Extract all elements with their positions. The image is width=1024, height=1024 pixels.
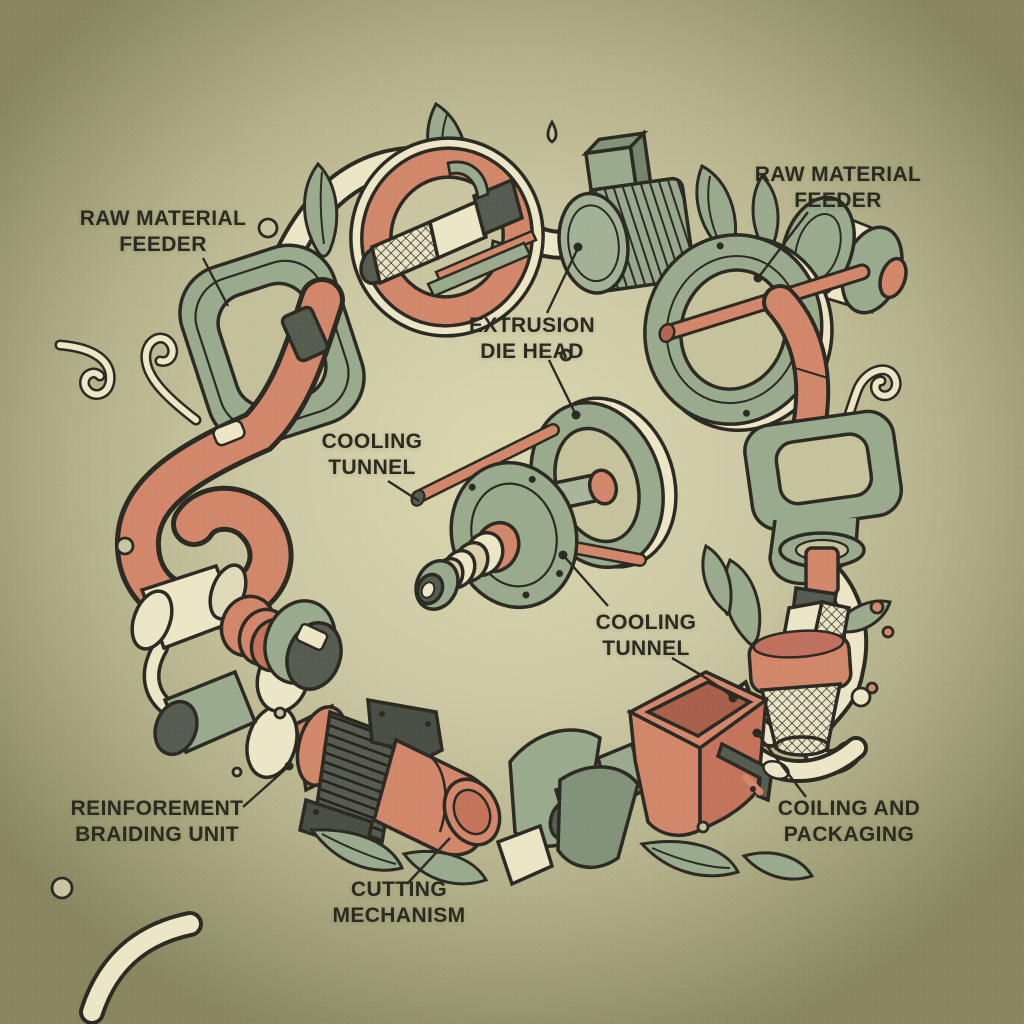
tendril-decorations bbox=[54, 332, 902, 450]
label-extrusion-die-head: EXTRUSION DIE HEAD bbox=[468, 314, 596, 363]
leaf-decorations-bottom bbox=[309, 828, 815, 886]
machine-extruder-motor bbox=[557, 129, 696, 295]
machine-reinforcement-braiding-unit bbox=[130, 563, 343, 757]
label-raw-material-feeder-right: RAW MATERIAL FEEDER bbox=[754, 163, 922, 212]
machine-cutting-guard bbox=[495, 728, 640, 887]
label-coiling-and-packaging: COILING AND PACKAGING bbox=[777, 797, 921, 846]
label-cooling-tunnel-upper: COOLING TUNNEL bbox=[321, 430, 423, 479]
label-leader-lines bbox=[201, 211, 809, 885]
machine-cutting-mechanism bbox=[245, 697, 502, 857]
label-reinforcement-braiding-unit: REINFOREMENT BRAIDING UNIT bbox=[70, 797, 244, 846]
label-cooling-tunnel-lower: COOLING TUNNEL bbox=[595, 611, 697, 660]
machine-braiding-ring-top bbox=[349, 136, 545, 338]
label-raw-material-feeder-left: RAW MATERIAL FEEDER bbox=[79, 207, 247, 256]
label-cutting-mechanism: CUTTING MECHANISM bbox=[332, 878, 466, 927]
machine-extrusion-die-head bbox=[410, 396, 678, 611]
machine-coiler-clamp-and-cooler bbox=[743, 284, 904, 757]
berry-and-dot-decorations bbox=[50, 119, 895, 900]
machine-raw-material-feeder-left bbox=[115, 243, 366, 631]
